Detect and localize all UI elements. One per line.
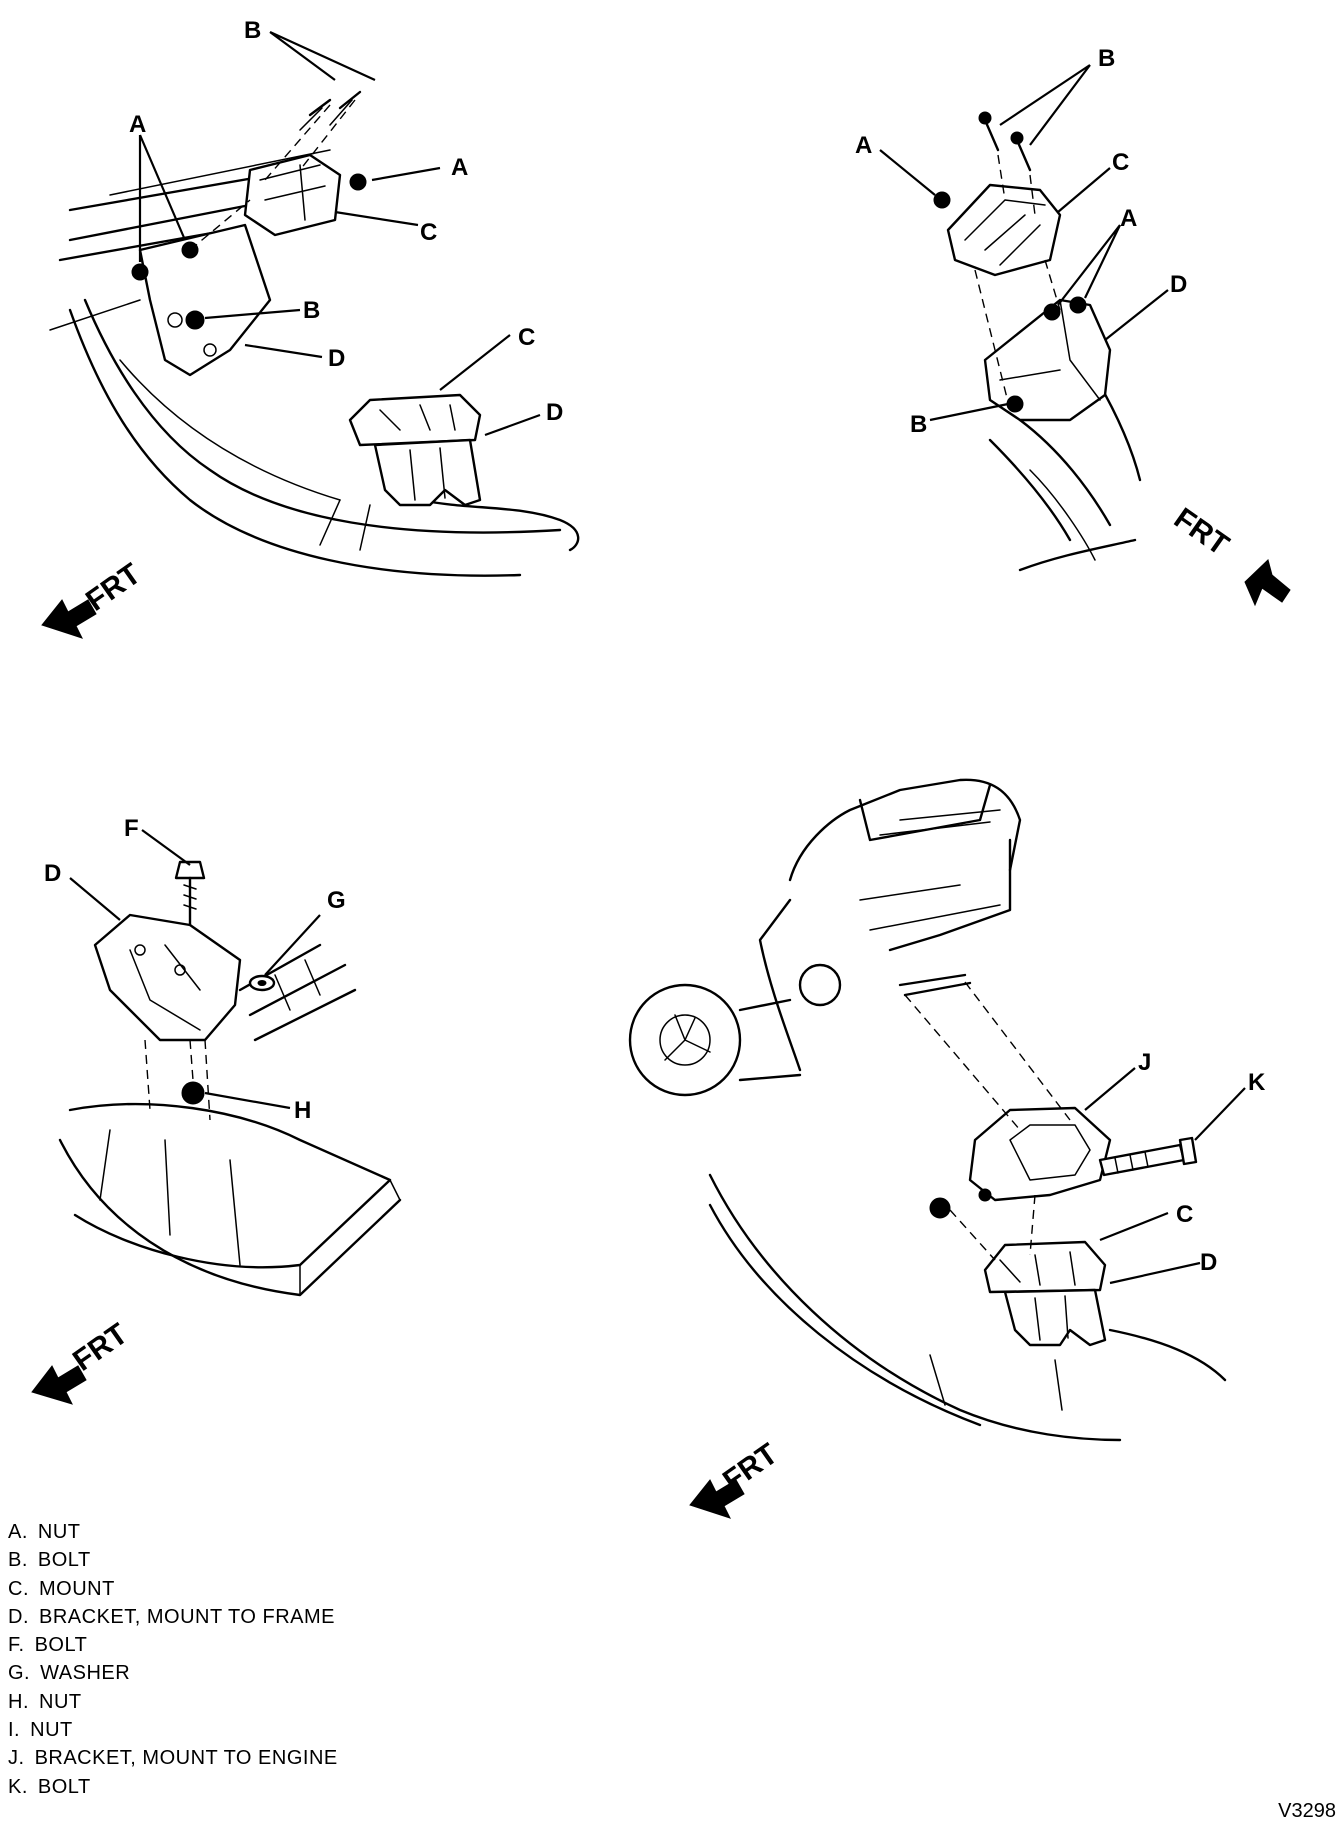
front-arrow-icon	[31, 1365, 87, 1405]
callout-c: C	[518, 324, 535, 351]
legend-text: NUT	[30, 1719, 73, 1742]
panel-bottom-left: F D G H FRT	[31, 815, 402, 1405]
callout-a: A	[129, 111, 146, 138]
legend-item: B. BOLT	[8, 1546, 338, 1574]
callout-d: D	[1200, 1249, 1217, 1276]
legend-item: H. NUT	[8, 1688, 338, 1716]
callout-d: D	[546, 399, 563, 426]
callout-c: C	[1112, 149, 1129, 176]
panel-top-right: B A C A D B FRT	[855, 45, 1291, 607]
callout-b: B	[1098, 45, 1115, 72]
callout-b: B	[244, 17, 261, 44]
callout-h: H	[294, 1097, 311, 1124]
callout-f: F	[124, 815, 139, 842]
legend-item: J. BRACKET, MOUNT TO ENGINE	[8, 1744, 338, 1772]
legend-text: MOUNT	[39, 1577, 115, 1600]
callout-g: G	[327, 887, 346, 914]
legend-item: D. BRACKET, MOUNT TO FRAME	[8, 1603, 338, 1631]
callout-d: D	[328, 345, 345, 372]
legend-item: I. NUT	[8, 1716, 338, 1744]
legend-text: BOLT	[37, 1549, 91, 1572]
legend-item: G. WASHER	[8, 1659, 338, 1687]
legend-key: C.	[8, 1577, 29, 1600]
legend-text: BRACKET, MOUNT TO FRAME	[39, 1605, 335, 1628]
callout-d: D	[44, 860, 61, 887]
legend-key: D.	[8, 1605, 29, 1628]
front-arrow-icon	[1244, 559, 1291, 607]
legend-item: K. BOLT	[8, 1773, 338, 1801]
callout-a: A	[855, 132, 872, 159]
legend-key: J.	[8, 1747, 25, 1770]
callout-c: C	[1176, 1201, 1193, 1228]
callout-a: A	[451, 154, 468, 181]
callout-c: C	[420, 219, 437, 246]
legend-key: I.	[8, 1719, 21, 1742]
legend-text: NUT	[39, 1690, 82, 1713]
callout-d: D	[1170, 271, 1187, 298]
legend-item: F. BOLT	[8, 1631, 338, 1659]
panel-bottom-right: J K C D FRT	[628, 778, 1266, 1519]
legend-key: K.	[8, 1775, 28, 1798]
callout-a: A	[1120, 205, 1137, 232]
legend-text: NUT	[37, 1521, 81, 1543]
figure-code: V3298	[1278, 1800, 1336, 1822]
callout-b: B	[303, 297, 320, 324]
legend-text: BOLT	[37, 1775, 91, 1798]
legend-key: F.	[8, 1634, 25, 1657]
front-arrow-icon	[689, 1479, 745, 1519]
callout-k: K	[1248, 1069, 1266, 1096]
parts-legend: A. NUT B. BOLT C. MOUNT D. BRACKET, MOUNT TO FR…	[8, 1518, 338, 1801]
legend-item: A. NUT	[8, 1518, 338, 1546]
legend-text: BRACKET, MOUNT TO ENGINE	[34, 1747, 338, 1770]
callout-j: J	[1138, 1049, 1151, 1076]
legend-key: A.	[8, 1521, 28, 1543]
front-direction-label: FRT	[1168, 502, 1235, 562]
callout-b: B	[910, 411, 927, 438]
panel-top-left: B A A C B D C D FRT	[41, 17, 580, 639]
legend-text: BOLT	[34, 1634, 88, 1657]
front-arrow-icon	[41, 599, 97, 639]
legend-item: C. MOUNT	[8, 1575, 338, 1603]
legend-text: WASHER	[40, 1662, 131, 1685]
legend-key: H.	[8, 1690, 29, 1713]
legend-key: B.	[8, 1549, 28, 1572]
legend-key: G.	[8, 1662, 31, 1685]
